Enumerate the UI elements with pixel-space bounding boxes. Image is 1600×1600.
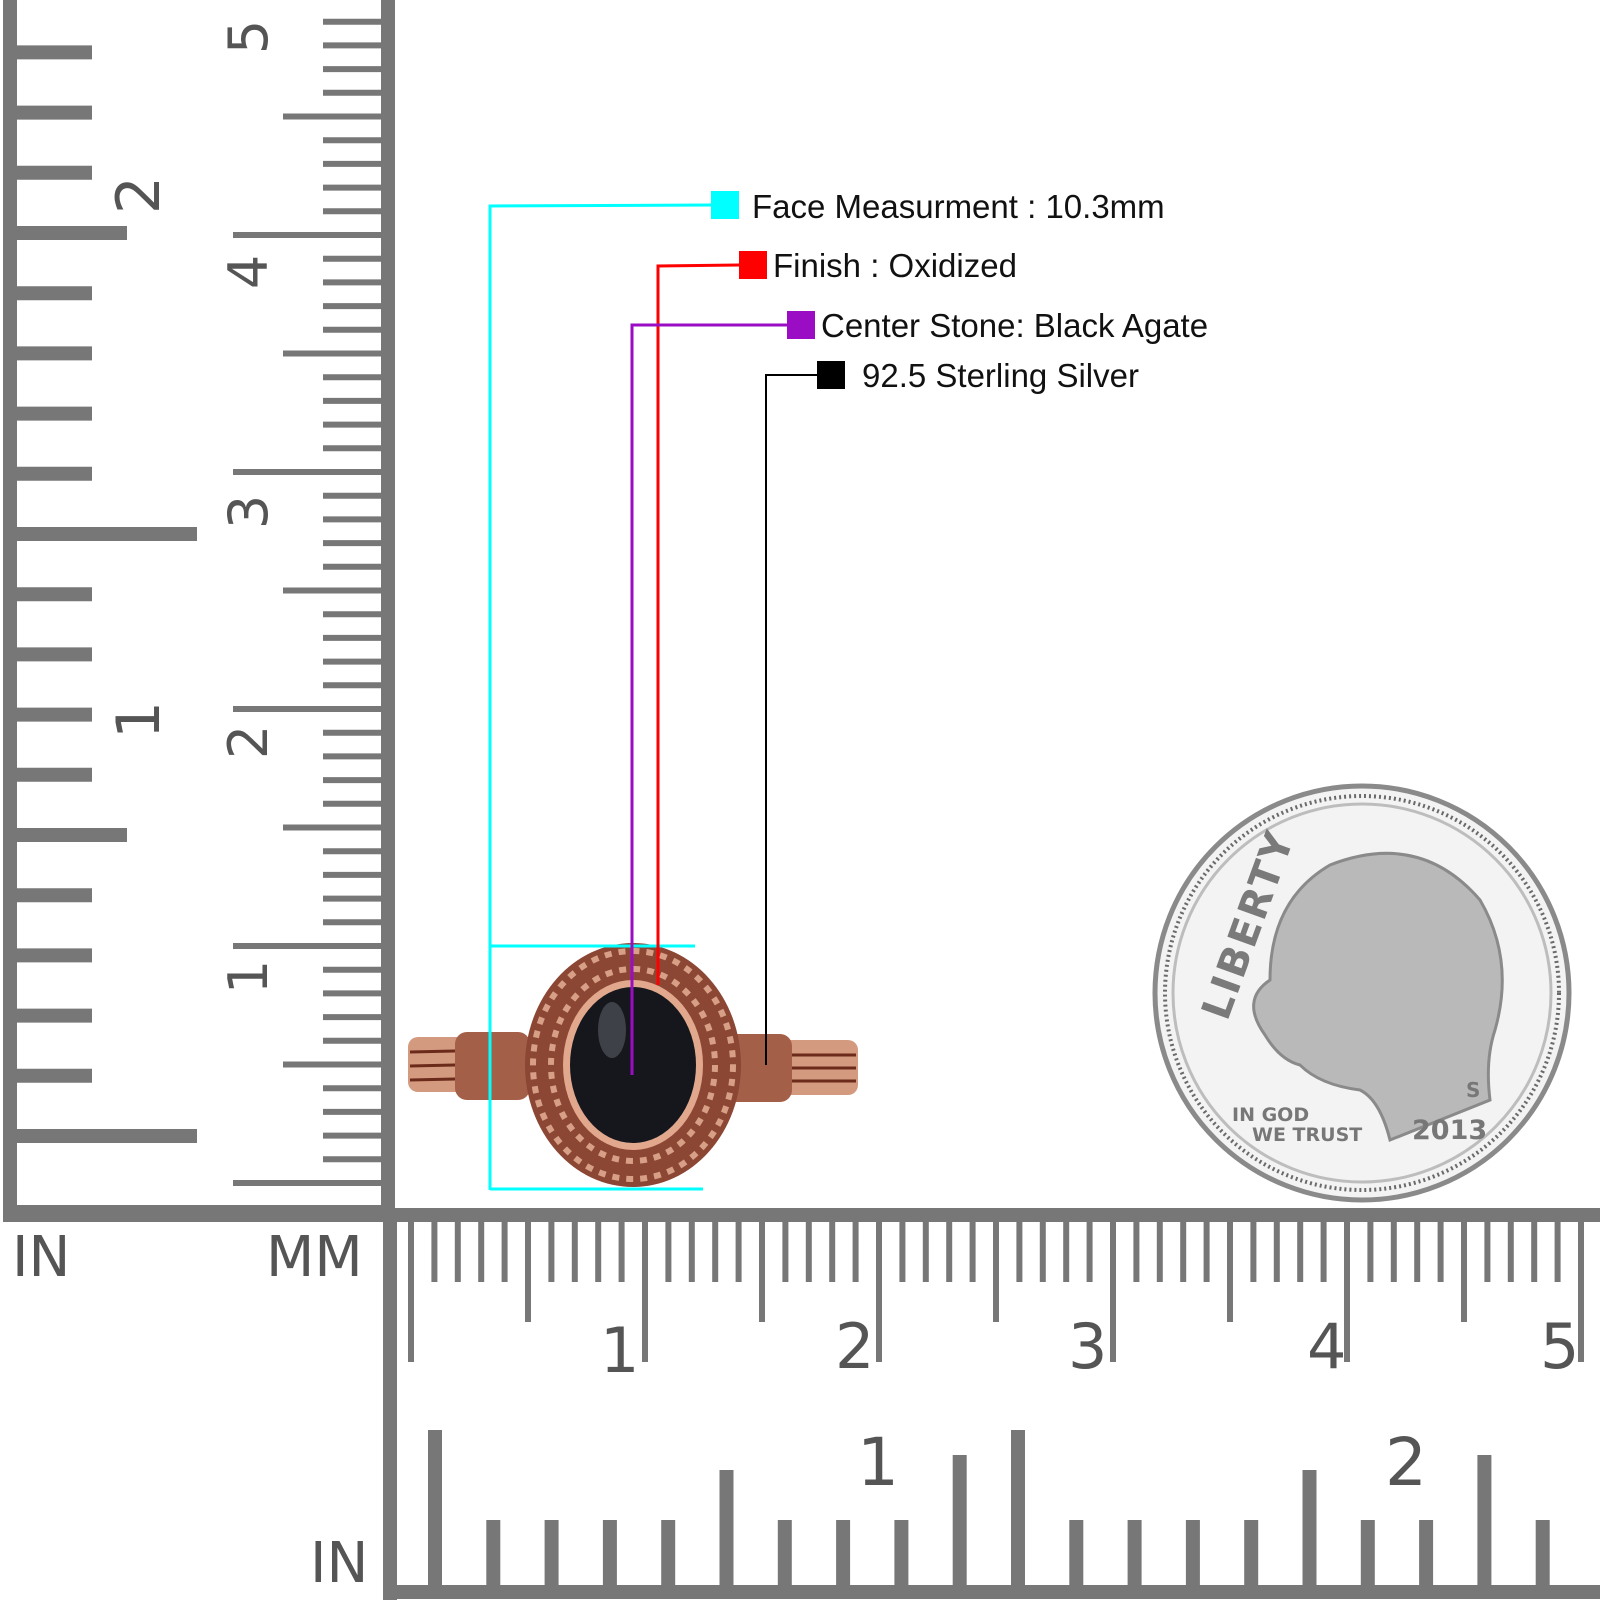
horizontal-mm-ticks <box>408 1222 1584 1362</box>
v-cm-number-3: 3 <box>217 494 281 530</box>
h-inch-number-1: 1 <box>857 1424 899 1501</box>
ruler-mm-label: MM <box>266 1225 363 1290</box>
callout-metal: 92.5 Sterling Silver <box>862 357 1139 394</box>
ruler-left-in-label: IN <box>12 1225 71 1290</box>
coin-mint-mark: S <box>1466 1078 1481 1102</box>
v-cm-number-5: 5 <box>217 19 281 55</box>
dime-coin-image <box>1152 783 1572 1203</box>
ruler-bottom-in-label: IN <box>310 1531 369 1596</box>
h-cm-number-3: 3 <box>1068 1310 1108 1383</box>
callout-center-stone: Center Stone: Black Agate <box>821 307 1209 344</box>
coin-motto-line2: WE TRUST <box>1252 1124 1363 1146</box>
ring-shank-left <box>408 1032 530 1100</box>
coin-portrait <box>1252 851 1504 1143</box>
h-cm-number-4: 4 <box>1307 1310 1347 1383</box>
h-inch-number-2: 2 <box>1385 1424 1427 1501</box>
callout-finish: Finish : Oxidized <box>773 247 1017 284</box>
callout-swatch-metal <box>817 361 845 389</box>
horizontal-ruler <box>383 1208 1600 1600</box>
h-cm-number-2: 2 <box>835 1310 875 1383</box>
v-cm-number-1: 1 <box>217 959 281 995</box>
v-inch-number-2: 2 <box>104 175 175 215</box>
vertical-ruler <box>3 0 395 1222</box>
vertical-mm-ticks <box>233 18 383 1186</box>
callout-swatch-face <box>711 191 739 219</box>
callout-swatch-stone <box>787 311 815 339</box>
h-cm-number-1: 1 <box>600 1314 640 1387</box>
h-cm-number-5: 5 <box>1540 1310 1580 1383</box>
v-cm-number-2: 2 <box>217 724 281 760</box>
coin-year: 2013 <box>1412 1115 1488 1146</box>
callout-lines <box>488 203 817 1191</box>
horizontal-inch-ticks <box>428 1430 1550 1588</box>
callout-face-measurement: Face Measurment : 10.3mm <box>752 188 1165 225</box>
ring-image <box>408 943 858 1187</box>
v-cm-number-4: 4 <box>217 254 281 290</box>
v-inch-number-1: 1 <box>104 700 175 740</box>
callout-swatch-finish <box>739 251 767 279</box>
coin-motto-line1: IN GOD <box>1232 1104 1310 1126</box>
vertical-inch-ticks <box>17 45 197 1143</box>
